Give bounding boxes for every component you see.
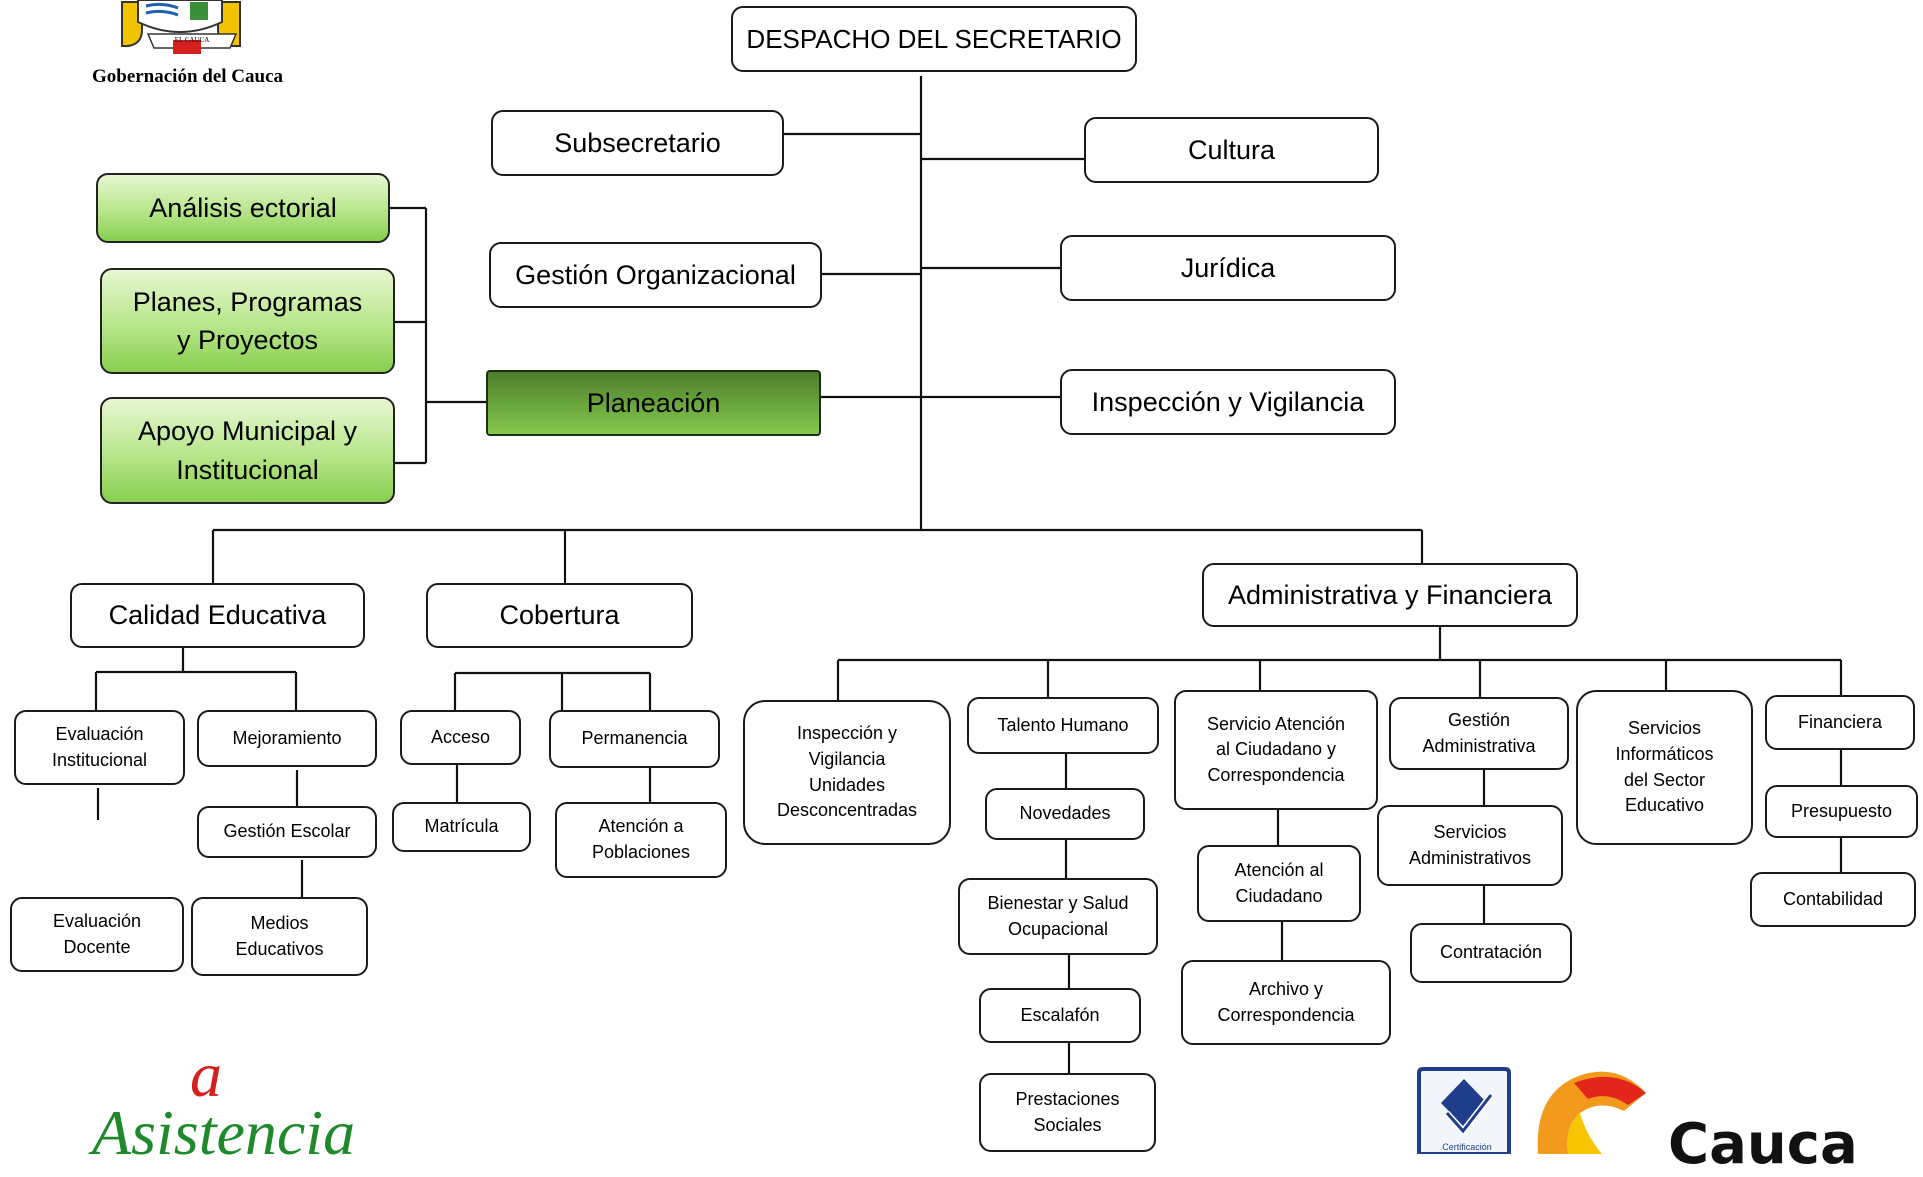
contabilidad-label: Contabilidad <box>1782 888 1884 909</box>
evaluacion-docente-label: Evaluación Docente <box>52 910 142 957</box>
acceso-label: Acceso <box>430 726 491 747</box>
gestion-organizacional-label: Gestión Organizacional <box>515 259 796 290</box>
gobernacion-shield-icon <box>121 0 241 54</box>
inspeccion-vigilancia-label: Inspección y Vigilancia <box>1091 386 1365 417</box>
asistencia-word: Asistencia <box>92 1097 356 1168</box>
gobernacion-banner-text: EL CAUCA <box>174 36 210 44</box>
analisis-sectorial-box: Análisis ectorial <box>96 173 390 243</box>
subsecretario-box: Subsecretario <box>491 110 784 176</box>
presupuesto-label: Presupuesto <box>1790 800 1893 821</box>
cauca-logo: Certificación Cauca <box>1410 1065 1858 1173</box>
gobernacion-logo: EL CAUCA Gobernación del Cauca <box>70 0 305 92</box>
bienestar-salud-box: Bienestar y Salud Ocupacional <box>958 878 1158 955</box>
administrativa-financiera-box: Administrativa y Financiera <box>1202 563 1578 627</box>
novedades-label: Novedades <box>1019 803 1111 824</box>
administrativa-financiera-label: Administrativa y Financiera <box>1227 579 1553 610</box>
planeacion-box: Planeación <box>486 370 821 436</box>
gestion-organizacional-box: Gestión Organizacional <box>489 242 822 308</box>
contratacion-box: Contratación <box>1410 923 1572 983</box>
prestaciones-sociales-box: Prestaciones Sociales <box>979 1073 1156 1152</box>
inspeccion-vigilancia-box: Inspección y Vigilancia <box>1060 369 1396 435</box>
inspeccion-unidades-label: Inspección y Vigilancia Unidades Desconc… <box>776 723 918 821</box>
evaluacion-docente-box: Evaluación Docente <box>10 897 184 972</box>
planeacion-label: Planeación <box>586 387 721 418</box>
cert-text: Certificación <box>1442 1142 1492 1152</box>
evaluacion-institucional-box: Evaluación Institucional <box>14 710 185 785</box>
talento-humano-label: Talento Humano <box>997 714 1129 735</box>
servicios-administrativos-box: Servicios Administrativos <box>1377 805 1563 886</box>
gestion-escolar-label: Gestión Escolar <box>223 821 351 842</box>
contabilidad-box: Contabilidad <box>1750 872 1916 927</box>
cauca-word: Cauca <box>1668 1112 1858 1177</box>
subsecretario-label: Subsecretario <box>554 127 721 158</box>
servicios-administrativos-label: Servicios Administrativos <box>1408 821 1532 868</box>
bird-logo-icon <box>1537 1071 1646 1154</box>
servicio-atencion-box: Servicio Atención al Ciudadano y Corresp… <box>1174 690 1378 810</box>
mejoramiento-label: Mejoramiento <box>232 727 342 748</box>
escalafon-box: Escalafón <box>979 988 1141 1043</box>
despacho-secretario-label: DESPACHO DEL SECRETARIO <box>746 23 1122 54</box>
juridica-label: Jurídica <box>1180 252 1276 283</box>
inspeccion-unidades-box: Inspección y Vigilancia Unidades Desconc… <box>743 700 951 845</box>
servicios-informaticos-box: Servicios Informáticos del Sector Educat… <box>1576 690 1753 845</box>
analisis-sectorial-label: Análisis ectorial <box>149 192 337 223</box>
financiera-box: Financiera <box>1765 695 1915 750</box>
acceso-box: Acceso <box>400 710 521 765</box>
atencion-poblaciones-box: Atención a Poblaciones <box>555 802 727 878</box>
servicios-informaticos-label: Servicios Informáticos del Sector Educat… <box>1615 718 1714 816</box>
prestaciones-sociales-label: Prestaciones Sociales <box>1015 1088 1120 1135</box>
permanencia-box: Permanencia <box>549 710 720 768</box>
gestion-administrativa-label: Gestión Administrativa <box>1422 709 1536 756</box>
archivo-correspondencia-label: Archivo y Correspondencia <box>1217 978 1355 1025</box>
calidad-educativa-box: Calidad Educativa <box>70 583 365 648</box>
atencion-poblaciones-label: Atención a Poblaciones <box>591 816 691 862</box>
atencion-ciudadano-box: Atención al Ciudadano <box>1197 845 1361 922</box>
talento-humano-box: Talento Humano <box>967 697 1159 754</box>
matricula-label: Matrícula <box>424 816 499 837</box>
cobertura-label: Cobertura <box>499 600 620 631</box>
gobernacion-caption: Gobernación del Cauca <box>91 66 284 87</box>
presupuesto-box: Presupuesto <box>1765 785 1918 838</box>
calidad-educativa-label: Calidad Educativa <box>108 600 327 631</box>
despacho-secretario-box: DESPACHO DEL SECRETARIO <box>731 6 1137 72</box>
cobertura-box: Cobertura <box>426 583 693 648</box>
certification-badge-icon <box>1417 1067 1511 1154</box>
matricula-box: Matrícula <box>392 802 531 852</box>
archivo-correspondencia-box: Archivo y Correspondencia <box>1181 960 1391 1045</box>
juridica-box: Jurídica <box>1060 235 1396 301</box>
evaluacion-institucional-label: Evaluación Institucional <box>51 723 148 770</box>
asistencia-logo: a Asistencia <box>80 1043 380 1169</box>
planes-programas-label: Planes, Programas y Proyectos <box>132 286 363 355</box>
medios-educativos-label: Medios Educativos <box>235 912 324 959</box>
apoyo-municipal-box: Apoyo Municipal y Institucional <box>100 397 395 504</box>
asistencia-letter: a <box>190 1039 222 1110</box>
atencion-ciudadano-label: Atención al Ciudadano <box>1234 859 1324 906</box>
gestion-administrativa-box: Gestión Administrativa <box>1389 697 1569 770</box>
permanencia-label: Permanencia <box>581 728 688 749</box>
contratacion-label: Contratación <box>1439 942 1543 963</box>
escalafon-label: Escalafón <box>1020 1004 1100 1025</box>
servicio-atencion-label: Servicio Atención al Ciudadano y Corresp… <box>1206 713 1346 785</box>
planes-programas-box: Planes, Programas y Proyectos <box>100 268 395 374</box>
gestion-escolar-box: Gestión Escolar <box>197 806 377 858</box>
bienestar-salud-label: Bienestar y Salud Ocupacional <box>987 892 1129 939</box>
cultura-label: Cultura <box>1187 134 1276 165</box>
financiera-label: Financiera <box>1797 711 1883 732</box>
cultura-box: Cultura <box>1084 117 1379 183</box>
novedades-box: Novedades <box>985 788 1145 840</box>
mejoramiento-box: Mejoramiento <box>197 710 377 767</box>
medios-educativos-box: Medios Educativos <box>191 897 368 976</box>
apoyo-municipal-label: Apoyo Municipal y Institucional <box>137 416 358 485</box>
